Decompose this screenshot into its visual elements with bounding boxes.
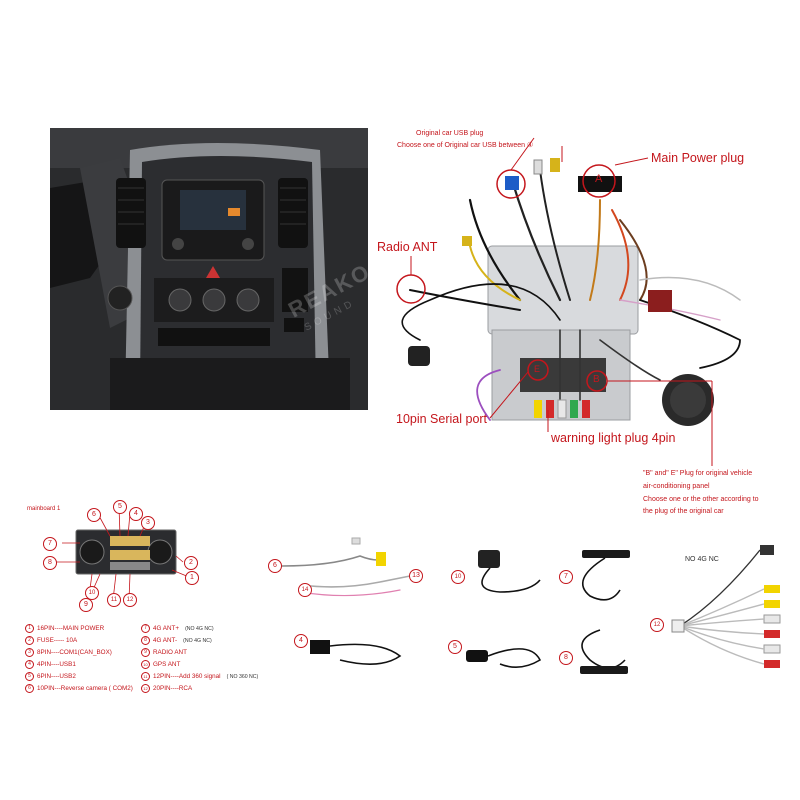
mb-callout-3: 3 (141, 516, 155, 530)
be-note-3: Choose one or the other according to (643, 496, 759, 503)
dashboard-photo: REAKO SOUND (50, 128, 368, 410)
usb-plug-label: Original car USB plug (416, 130, 484, 137)
part-callout-12: 12 (650, 618, 664, 632)
part-callout-4: 4 (294, 634, 308, 648)
usb-choose-label: Choose one of Original car USB between ④ (397, 142, 534, 149)
mb-callout-9: 9 (79, 598, 93, 612)
be-note-1: "B" and" E" Plug for original vehicle (643, 470, 753, 477)
mb-callout-6: 6 (87, 508, 101, 522)
mb-callout-10: 10 (85, 586, 99, 600)
part-callout-8: 8 (559, 651, 573, 665)
mb-callout-4: 4 (129, 507, 143, 521)
mainboard-title: mainboard 1 (27, 506, 61, 512)
serial-port-label: 10pin Serial port (396, 412, 488, 426)
mb-callout-12: 12 (123, 593, 137, 607)
part-callout-6: 6 (268, 559, 282, 573)
warning-plug-label: warning light plug 4pin (551, 431, 676, 445)
mb-callout-5: 5 (113, 500, 127, 514)
marker-e: E (534, 364, 541, 374)
part-callout-13: 13 (409, 569, 423, 583)
part-callout-5: 5 (448, 640, 462, 654)
marker-b: B (593, 374, 600, 385)
part-callout-14: 14 (298, 583, 312, 597)
part-callout-7: 7 (559, 570, 573, 584)
no-4g-label: NO 4G NC (685, 556, 719, 563)
radio-ant-label: Radio ANT (377, 240, 438, 254)
be-note-2: air-conditioning panel (643, 483, 710, 490)
main-power-label: Main Power plug (651, 151, 745, 165)
mb-callout-8: 8 (43, 556, 57, 570)
part-callout-10: 10 (451, 570, 465, 584)
dashboard-illustration (50, 128, 368, 410)
mb-callout-11: 11 (107, 593, 121, 607)
marker-a: A (595, 173, 603, 185)
be-note-4: the plug of the original car (643, 508, 724, 515)
mb-callout-1: 1 (185, 571, 199, 585)
mb-callout-2: 2 (184, 556, 198, 570)
mb-callout-7: 7 (43, 537, 57, 551)
